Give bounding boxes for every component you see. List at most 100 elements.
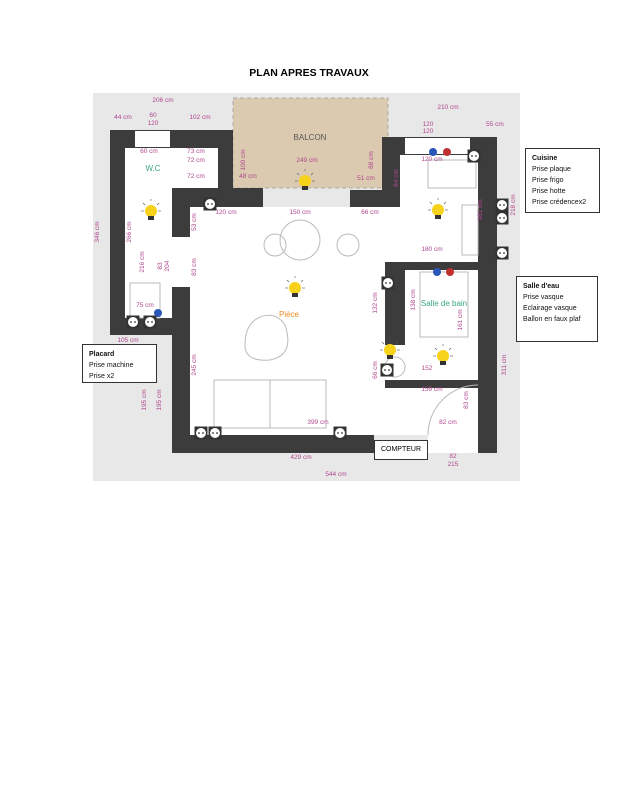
dimension-label: 102 cm <box>189 114 210 121</box>
dimension-label: 100 cm <box>240 149 247 170</box>
dimension-label: 105 cm <box>117 337 138 344</box>
entry-floor <box>428 435 478 453</box>
dimension-label: 120 <box>148 120 159 127</box>
dimension-label: 120 <box>423 121 434 128</box>
legend-item: Prise plaque <box>532 166 571 173</box>
dimension-label: 60 <box>149 112 157 119</box>
legend-title: Salle d'eau <box>523 283 560 290</box>
dimension-label: 84 cm <box>393 169 400 187</box>
dimension-label: 55 cm <box>486 121 504 128</box>
dimension-label: 82 cm <box>439 419 457 426</box>
dimension-label: 48 cm <box>239 173 257 180</box>
dimension-label: 210 cm <box>437 104 458 111</box>
kitchen-window <box>405 138 470 154</box>
dimension-label: 83 cm <box>463 391 470 409</box>
dimension-label: 83 <box>157 262 164 270</box>
dimension-label: 44 cm <box>114 114 132 121</box>
dimension-label: 72 cm <box>187 157 205 164</box>
legend-title: Placard <box>89 351 115 358</box>
legend-item: Prise machine <box>89 362 134 369</box>
light-bulb-icon <box>428 198 448 219</box>
kitchen-legend: Cuisine Prise plaque Prise frigo Prise h… <box>525 148 600 213</box>
dimension-label: 218 cm <box>510 194 517 215</box>
dimension-label: 138 cm <box>410 289 417 310</box>
dimension-label: 206 cm <box>152 97 173 104</box>
power-outlet-icon <box>380 363 394 377</box>
chair <box>336 233 360 257</box>
dimension-label: 311 cm <box>501 355 508 376</box>
chair <box>263 233 287 257</box>
legend-item: Prise vasque <box>523 294 564 301</box>
legend-item: Ballon en faux plaf <box>523 316 581 323</box>
dimension-label: 204 <box>164 260 171 271</box>
light-bulb-icon <box>433 344 453 365</box>
dimension-label: 120 cm <box>421 156 442 163</box>
sink-counter <box>427 159 477 189</box>
water-pipes <box>154 148 454 317</box>
light-bulb-icon <box>285 276 305 297</box>
power-outlet-icon <box>495 211 509 225</box>
meter-box: COMPTEUR <box>374 440 428 460</box>
dimension-label: 152 <box>422 365 433 372</box>
balcony-label: BALCON <box>294 133 327 142</box>
dimension-label: 51 cm <box>357 175 375 182</box>
power-outlet-icon <box>126 315 140 329</box>
power-outlet-icon <box>208 426 222 440</box>
dimension-label: 216 cm <box>139 251 146 272</box>
dimension-label: 180 cm <box>421 246 442 253</box>
balcony-area <box>232 97 389 189</box>
legend-item: Prise hotte <box>532 188 566 195</box>
dimension-label: 53 cm <box>191 213 198 231</box>
legend-title: Cuisine <box>532 155 558 162</box>
light-bulb-icon <box>380 338 400 359</box>
power-outlet-icon <box>203 197 217 211</box>
dimension-label: 245 cm <box>191 354 198 375</box>
legend-item: Eclairage vasque <box>523 305 577 312</box>
wc-label: W.C <box>145 164 160 173</box>
power-outlet-icon <box>495 198 509 212</box>
dimension-label: 181 cm <box>477 199 484 220</box>
dimension-label: 120 cm <box>215 209 236 216</box>
dimension-label: 249 cm <box>296 157 317 164</box>
furniture <box>129 159 479 436</box>
legend-item: Prise crédencex2 <box>532 199 587 206</box>
dining-table <box>279 219 321 261</box>
legend-item: Prise frigo <box>532 177 564 184</box>
rug <box>244 314 289 361</box>
power-outlet-icon <box>333 426 347 440</box>
dimension-label: 161 cm <box>457 309 464 330</box>
main-room-label: Pièce <box>279 310 300 319</box>
dimension-label: 120 <box>423 128 434 135</box>
dimension-label: 346 cm <box>94 221 101 242</box>
dimension-label: 215 <box>448 461 459 468</box>
legend-item: Prise x2 <box>89 373 115 380</box>
bathtub <box>419 271 469 338</box>
dimension-label: 83 cm <box>191 258 198 276</box>
dimension-label: 266 cm <box>126 221 133 242</box>
dimension-label: 195 cm <box>156 389 163 410</box>
dimension-label: 72 cm <box>187 173 205 180</box>
dimension-label: 159 cm <box>421 386 442 393</box>
dimension-label: 544 cm <box>325 471 346 478</box>
bathroom-label: Salle de bain <box>421 299 467 308</box>
dimension-label: 66 cm <box>361 209 379 216</box>
door-swing <box>427 384 479 436</box>
light-bulb-icon <box>295 169 315 190</box>
dimension-label: 132 cm <box>372 292 379 313</box>
power-outlet-icon <box>381 276 395 290</box>
dimension-label: 66 cm <box>372 361 379 379</box>
dimension-label: 73 cm <box>187 148 205 155</box>
wc-window <box>135 131 170 147</box>
dimension-label: 88 cm <box>368 151 375 169</box>
closet-legend: Placard Prise machine Prise x2 <box>82 344 157 383</box>
dimension-label: 82 <box>449 453 457 460</box>
power-outlet-icon <box>467 149 481 163</box>
dimension-label: 399 cm <box>307 419 328 426</box>
dimension-label: 75 cm <box>136 302 154 309</box>
bathroom-legend: Salle d'eau Prise vasque Eclairage vasqu… <box>516 276 598 342</box>
power-outlet-icon <box>495 246 509 260</box>
fridge <box>461 204 479 256</box>
power-outlet-icon <box>143 315 157 329</box>
dimension-label: 60 cm <box>140 148 158 155</box>
